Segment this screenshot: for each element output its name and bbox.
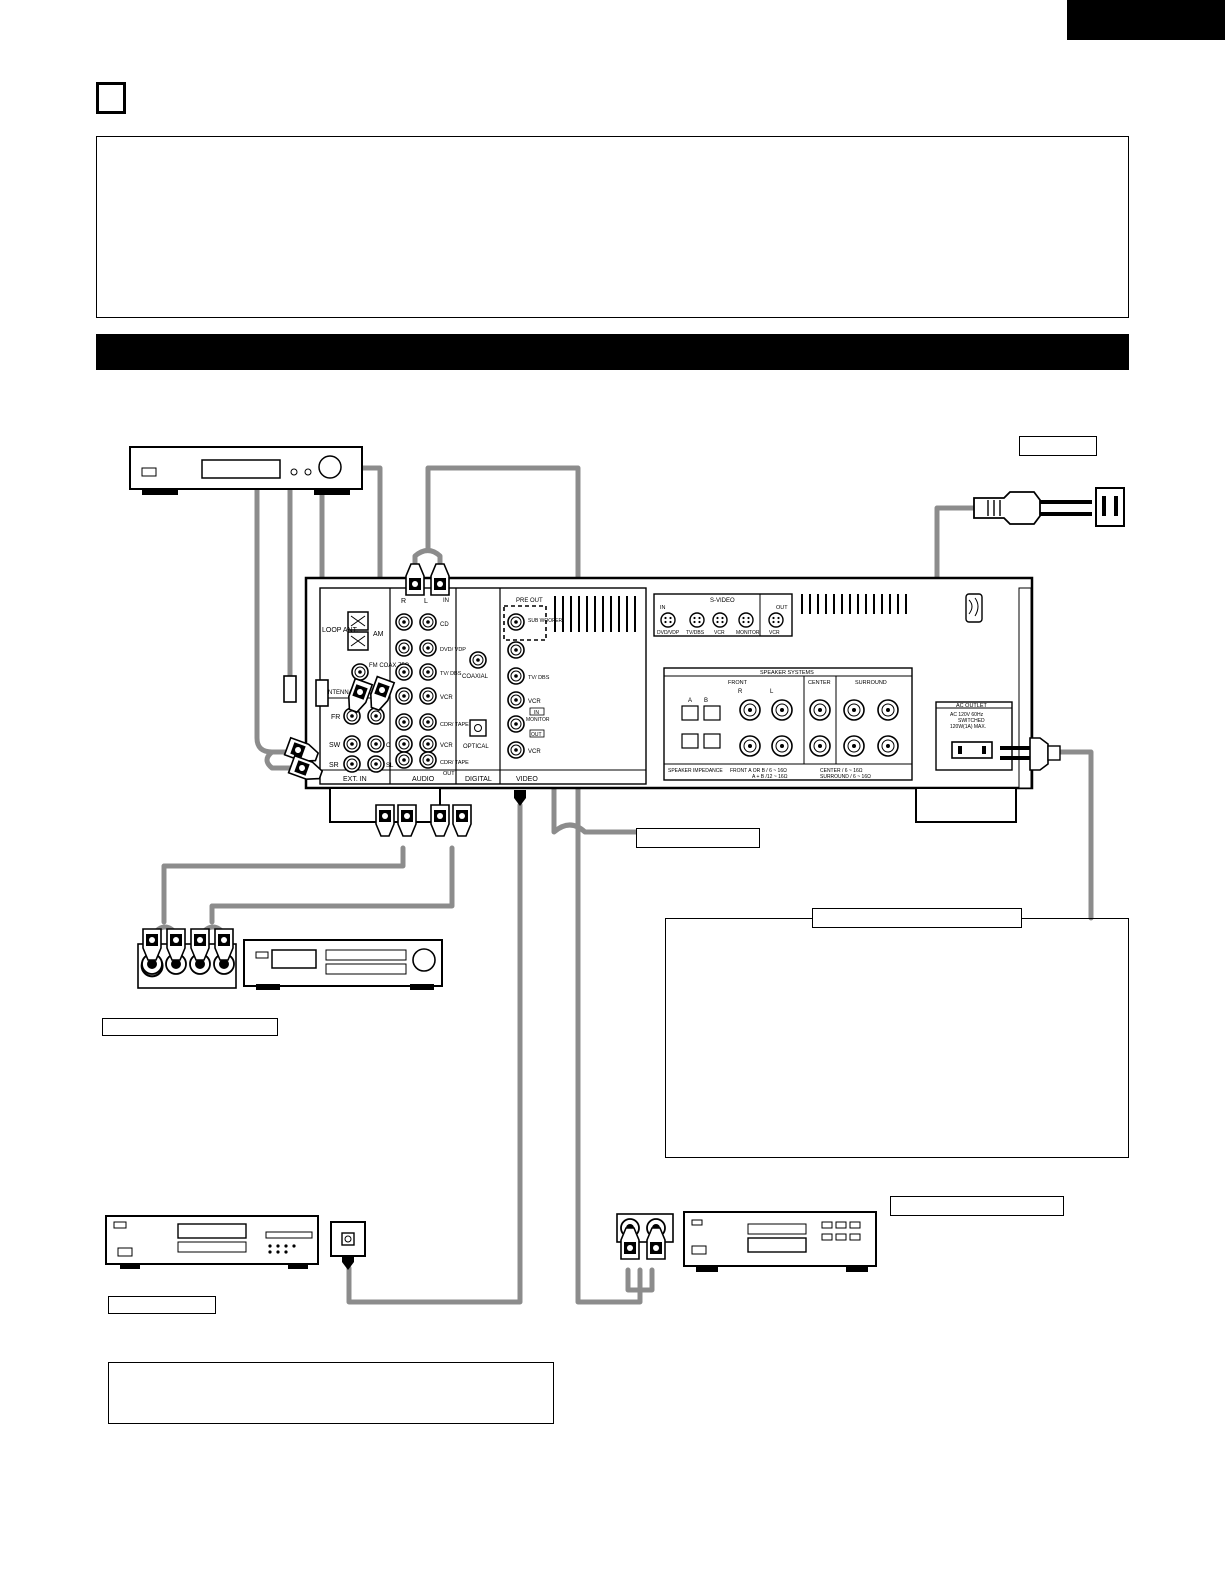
note-box	[96, 136, 1129, 318]
language-tab	[1067, 0, 1225, 40]
optical-label: OPTICAL	[463, 744, 489, 750]
cable-outlet	[1056, 749, 1094, 921]
svideo-tv-label: TV/DBS	[686, 630, 705, 636]
svideo-vcr-label: VCR	[714, 630, 725, 636]
ac-outlet-note-title-box	[812, 908, 1022, 928]
tape-deck-unit	[137, 928, 443, 990]
speaker-b-label: B	[704, 698, 708, 704]
video-section-label: VIDEO	[516, 776, 538, 783]
ac-outlet-title: AC OUTLET	[956, 703, 988, 709]
rca-plugs	[283, 563, 526, 837]
audio-in-label: IN	[443, 598, 449, 604]
svideo-vcr-out-label: VCR	[769, 630, 780, 636]
cable-preout-long	[425, 465, 643, 1305]
audio-r-label: R	[401, 598, 406, 605]
speaker-surround-label: SURROUND	[855, 680, 887, 686]
ext-in-fr-label: FR	[331, 714, 340, 721]
cable-tape-rec	[161, 845, 406, 925]
audio-vcr-out-label: VCR	[440, 743, 453, 749]
audio-cd-label: CD	[440, 622, 449, 628]
power-plug-caption-box	[1019, 436, 1097, 456]
ac-outlet-line-2: SWITCHED	[958, 718, 985, 724]
power-plug	[973, 487, 1125, 771]
speaker-center-impedance: CENTER / 6 ~ 16Ω	[820, 768, 863, 774]
cable-preout-loop	[412, 548, 443, 581]
section-marker-box	[96, 82, 126, 114]
video-out-label: OUT	[531, 732, 542, 738]
speaker-front-impedance-2: A + B /12 ~ 16Ω	[752, 774, 788, 780]
audio-cdr-out-label: CDR/ TAPE	[440, 760, 469, 766]
subwoofer-caption-box	[636, 828, 760, 848]
ext-in-sw-label: SW	[329, 742, 341, 749]
audio-out-label: OUT	[443, 771, 455, 777]
cable-tape-play	[209, 845, 455, 925]
speaker-r-label: R	[738, 689, 743, 695]
svideo-out-label: OUT	[776, 605, 788, 611]
video-vcr-label: VCR	[528, 699, 541, 705]
receiver-rear-panel: LOOP ANT. AM FM COAX 75Ω ANTENNA TERMINA…	[304, 576, 1034, 823]
cable-tuner-fm	[254, 485, 295, 755]
pre-out-label: PRE OUT	[516, 598, 543, 604]
section-title-bar	[96, 334, 1129, 370]
speaker-center-label: CENTER	[808, 680, 831, 686]
svideo-dvd-label: DVD/VDP	[657, 630, 680, 636]
ac-outlet-note-box	[665, 918, 1129, 1158]
cable-optical	[346, 802, 523, 1305]
cable-subwoofer	[517, 645, 643, 835]
ext-in-c-label: C	[386, 743, 391, 749]
video-vcr-out-label: VCR	[528, 749, 541, 755]
ext-in-sr-label: SR	[329, 762, 339, 769]
digital-section-label: DIGITAL	[465, 776, 492, 783]
ac-outlet-line-3: 120W(1A) MAX.	[950, 724, 986, 730]
md-recorder-unit	[616, 1211, 877, 1272]
audio-vcr-label: VCR	[440, 695, 453, 701]
speaker-a-label: A	[688, 698, 692, 704]
speaker-systems-title: SPEAKER SYSTEMS	[760, 670, 814, 676]
ac-outlet-line-1: AC 120V 60Hz	[950, 712, 984, 718]
audio-dvd-label: DVD/ VDP	[440, 647, 466, 653]
speaker-surround-impedance: SURROUND / 6 ~ 16Ω	[820, 774, 871, 780]
audio-section-label: AUDIO	[412, 776, 435, 783]
tape-deck-caption-box	[102, 1018, 278, 1036]
speaker-front-label: FRONT	[728, 680, 748, 686]
cable-md-split	[625, 1267, 655, 1293]
sub-woofer-label: SUB WOOFER	[528, 618, 563, 624]
video-tv-label: TV/ DBS	[528, 675, 550, 681]
audio-cdr-in-label: CDR/ TAPE	[440, 722, 469, 728]
speaker-front-impedance-1: FRONT A OR B / 6 ~ 16Ω	[730, 768, 787, 774]
ext-in-section-label: EXT. IN	[343, 776, 367, 783]
am-label: AM	[373, 631, 384, 638]
video-monitor-label: MONITOR	[526, 717, 550, 723]
bottom-note-box	[108, 1362, 554, 1424]
cable-extin-loop	[264, 749, 299, 771]
cd-player-caption-box	[108, 1296, 216, 1314]
ext-in-sl-label: SL	[386, 763, 394, 769]
loop-ant-label: LOOP ANT.	[322, 627, 358, 634]
coaxial-label: COAXIAL	[462, 674, 489, 680]
svideo-in-label: IN	[660, 605, 666, 611]
speaker-impedance-label: SPEAKER IMPEDANCE	[668, 768, 723, 774]
tuner-unit	[129, 446, 363, 495]
svideo-title: S-VIDEO	[710, 598, 735, 604]
audio-l-label: L	[424, 598, 428, 605]
svideo-monitor-label: MONITOR	[736, 630, 760, 636]
audio-tv-label: TV/ DBS	[440, 671, 462, 677]
fm-coax-label: FM COAX 75Ω	[369, 663, 410, 669]
cd-player-unit	[105, 1215, 366, 1270]
md-recorder-caption-box	[890, 1196, 1064, 1216]
speaker-l-label: L	[770, 689, 774, 695]
video-in-label: IN	[534, 710, 539, 716]
